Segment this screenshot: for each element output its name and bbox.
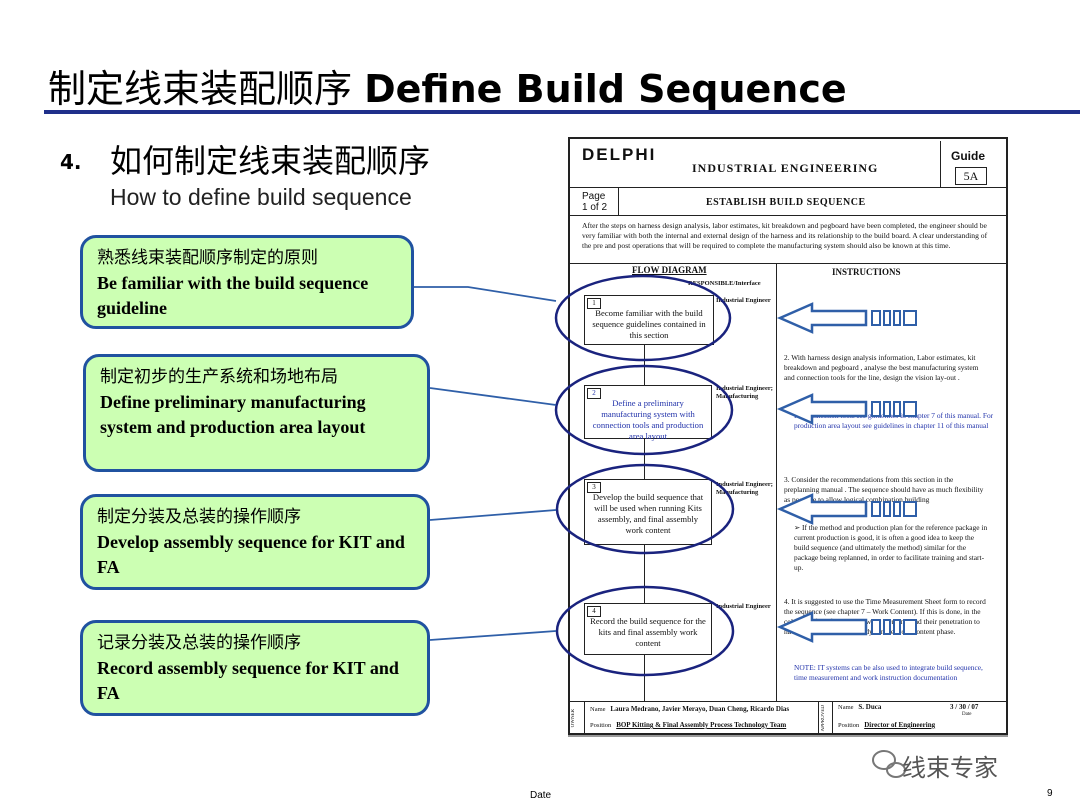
page-indicator: Page 1 of 2 <box>582 191 607 213</box>
pointer-line-1 <box>414 286 557 302</box>
callout-zh: 制定分装及总装的操作顺序 <box>97 507 301 527</box>
step-text: Become familiar with the build sequence … <box>592 308 706 340</box>
instruction-4: 4. It is suggested to use the Time Measu… <box>784 597 986 636</box>
instruction-2: 2. With harness design analysis informat… <box>784 353 979 382</box>
callout-en: Be familiar with the build sequence guid… <box>97 273 369 318</box>
guide-number: 5A <box>955 167 987 185</box>
pointer-line-2 <box>429 387 557 406</box>
step-role: Industrial Engineer <box>716 603 771 610</box>
step-number: 4 <box>587 606 601 617</box>
instruction-3-bullet: ➢ If the method and production plan for … <box>794 523 988 572</box>
guide-document: DELPHI INDUSTRIAL ENGINEERING Guide 5A P… <box>568 137 1008 735</box>
step-role: Industrial Engineer <box>716 297 771 304</box>
document-title: ESTABLISH BUILD SEQUENCE <box>706 197 866 208</box>
subtitle-zh: 如何制定线束装配顺序 <box>110 142 431 180</box>
page-divider <box>618 187 619 215</box>
owner-name-row: Name Laura Medrano, Javier Merayo, Duan … <box>590 705 789 713</box>
instructions-header: INSTRUCTIONS <box>832 267 901 277</box>
brand-watermark: 线束专家 <box>902 754 998 782</box>
instruction-3: 3. Consider the recommendations from thi… <box>784 475 984 504</box>
approved-divider-left <box>818 701 819 735</box>
approver-position: Director of Engineering <box>864 721 936 729</box>
step-text: Develop the build sequence that will be … <box>592 492 704 535</box>
position-label: Position <box>838 722 860 729</box>
document-shadow <box>568 735 1008 737</box>
approval-date-value: 3 / 30 / 07 <box>950 703 979 711</box>
callout-zh: 制定初步的生产系统和场地布局 <box>100 367 338 387</box>
callout-en: Record assembly sequence for KIT and FA <box>97 658 399 703</box>
step-number: 3 <box>587 482 601 493</box>
step-text: Define a preliminary manufacturing syste… <box>592 398 704 441</box>
page-label: Page <box>582 191 606 202</box>
department-heading: INDUSTRIAL ENGINEERING <box>692 161 879 175</box>
callout-record-sequence: 记录分装及总装的操作顺序 Record assembly sequence fo… <box>80 620 430 716</box>
guide-label: Guide <box>951 149 986 163</box>
owner-position-row: Position BOP Kitting & Final Assembly Pr… <box>590 721 786 729</box>
subtitle-number: 4. <box>60 150 82 174</box>
flow-step-1: 1 Become familiar with the build sequenc… <box>584 295 714 345</box>
position-label: Position <box>590 722 612 729</box>
footer-date-label: Date <box>530 790 552 801</box>
callout-familiar-guideline: 熟悉线束装配顺序制定的原则 Be familiar with the build… <box>80 235 414 329</box>
approver-name: S. Duca <box>858 703 882 711</box>
step-role: Industrial Engineer; Manufacturing <box>716 385 773 400</box>
step-text: Record the build sequence for the kits a… <box>590 616 706 648</box>
callout-develop-sequence: 制定分装及总装的操作顺序 Develop assembly sequence f… <box>80 494 430 590</box>
instruction-2-note: For connection tools see guidelines in c… <box>794 411 994 430</box>
name-label: Name <box>590 706 606 713</box>
slide-title-en: Define Build Sequence <box>364 67 847 111</box>
date-label: Date <box>962 712 972 717</box>
callout-zh: 熟悉线束装配顺序制定的原则 <box>97 248 318 268</box>
step-number: 2 <box>587 388 601 399</box>
approved-divider-right <box>832 701 833 735</box>
responsible-header: RESPONSIBLE/Interface <box>688 280 761 287</box>
pointer-line-4 <box>429 630 557 641</box>
delphi-logo: DELPHI <box>582 145 657 164</box>
callout-en: Define preliminary manufacturing system … <box>100 392 366 437</box>
footer-divider <box>570 701 1006 702</box>
subtitle-en: How to define build sequence <box>110 184 412 210</box>
slide-title-zh: 制定线束装配顺序 <box>48 67 353 111</box>
page-of: 1 of 2 <box>582 202 608 213</box>
title-rule <box>44 110 1080 114</box>
pointer-line-3 <box>429 509 557 521</box>
column-divider <box>776 263 777 701</box>
instruction-note: NOTE: IT systems can be also used to int… <box>794 663 983 682</box>
owner-position: BOP Kitting & Final Assembly Process Tec… <box>616 721 787 729</box>
approval-date: 3 / 30 / 07 <box>950 703 978 711</box>
flow-step-4: 4 Record the build sequence for the kits… <box>584 603 712 655</box>
owner-divider <box>584 701 585 735</box>
header-divider <box>570 187 1006 188</box>
flow-step-3: 3 Develop the build sequence that will b… <box>584 479 712 545</box>
step-role: Industrial Engineer; Manufacturing <box>716 481 773 496</box>
callout-define-system: 制定初步的生产系统和场地布局 Define preliminary manufa… <box>83 354 430 472</box>
footer-page-number: 9 <box>1047 788 1053 799</box>
step-number: 1 <box>587 298 601 309</box>
intro-divider <box>570 263 1006 264</box>
flow-diagram-header: FLOW DIAGRAM <box>632 265 707 275</box>
intro-paragraph: After the steps on harness design analys… <box>582 221 988 250</box>
owner-names: Laura Medrano, Javier Merayo, Duan Cheng… <box>610 705 790 713</box>
callout-zh: 记录分装及总装的操作顺序 <box>97 633 301 653</box>
chat-bubble-icon <box>872 750 906 778</box>
flow-step-2: 2 Define a preliminary manufacturing sys… <box>584 385 712 441</box>
approver-position-row: Position Director of Engineering <box>838 721 935 729</box>
name-label: Name <box>838 704 854 711</box>
approved-label: APPROVED <box>821 705 826 732</box>
slide-title: 制定线束装配顺序 Define Build Sequence <box>48 58 847 113</box>
guide-box: Guide 5A <box>940 141 1005 187</box>
callout-en: Develop assembly sequence for KIT and FA <box>97 532 405 577</box>
approver-name-row: Name S. Duca <box>838 703 881 711</box>
title-divider <box>570 215 1006 216</box>
owner-label: OWNER <box>571 709 576 728</box>
